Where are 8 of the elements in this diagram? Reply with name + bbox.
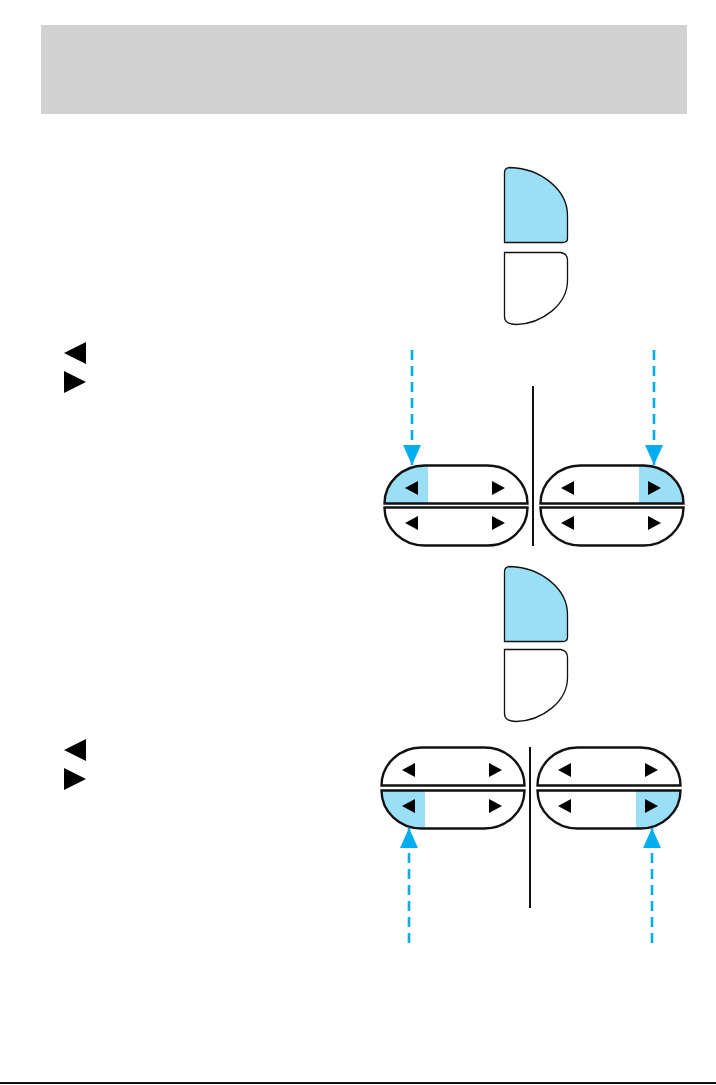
dashed-arrow (400, 828, 418, 943)
dashed-arrow (643, 828, 661, 943)
highlighted-button-segment (639, 465, 683, 503)
highlighted-button-segment (384, 465, 428, 503)
highlighted-button-segment (381, 790, 425, 828)
dashed-arrow (645, 350, 663, 465)
highlighted-button-segment (636, 790, 680, 828)
dashed-arrow (403, 350, 421, 465)
